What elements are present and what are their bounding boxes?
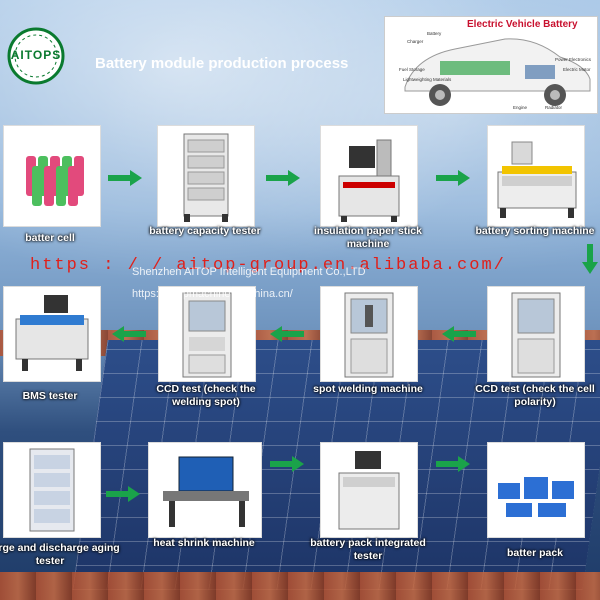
arrow-left-icon [112,326,146,342]
bms-tester-image [3,286,101,382]
arrow-right-icon [436,170,470,186]
inset-label-materials: Lightweighting Materials [403,77,452,82]
arrow-right-icon [106,486,140,502]
step-label-ccd-weld: CCD test (check the welding spot) [156,383,256,408]
inset-label-battery: Battery [427,31,442,36]
insulation-machine-image [320,125,418,227]
page-title: Battery module production process [95,55,349,72]
step-label-capacity-tester: battery capacity tester [149,225,261,237]
logo-text: AITOPS [10,48,62,62]
batter-cell-image [3,125,101,227]
watermark-url-alibaba: https : / / aitop-group.en.alibaba.com/ [30,256,506,275]
integrated-tester-image [320,442,418,538]
inset-label-charger: Charger [407,39,424,44]
arrow-right-icon [266,170,300,186]
ccd-weld-image [158,286,256,382]
step-label-integrated: battery pack integrated tester [310,537,426,562]
step-label-bms: BMS tester [22,390,78,402]
step-label-spot-welding: spot welding machine [313,383,423,395]
step-label-sorting: battery sorting machine [475,225,595,237]
watermark-url-china: https://aitopmachine.en.china.cn/ [132,288,293,300]
aitops-logo: AITOPS [6,26,66,86]
arrow-down-icon [582,244,598,274]
ccd-polarity-image [487,286,585,382]
step-label-aging: charge and discharge aging tester [0,542,120,567]
arrow-right-icon [436,456,470,472]
watermark-company: Shenzhen AITOP Intelligent Equipment Co.… [132,266,366,278]
step-label-battery-pack: batter pack [506,547,564,559]
step-label-insulation: insulation paper stick machine [314,225,422,250]
step-label-heat-shrink: heat shrink machine [153,537,255,549]
arrow-right-icon [270,456,304,472]
step-label-ccd-polarity: CCD test (check the cell polarity) [475,383,595,408]
inset-title: Electric Vehicle Battery [467,19,578,30]
inset-label-motor: Electric Motor [563,67,591,72]
roof-tiles-bottom [0,572,600,600]
inset-label-fuel: Fuel Storage [399,67,425,72]
car-illustration [404,38,591,106]
spot-welding-image [320,286,418,382]
heat-shrink-image [148,442,262,538]
inset-label-power: Power Electronics [555,57,592,62]
arrow-left-icon [442,326,476,342]
capacity-tester-image [157,125,255,227]
battery-pack-image [487,442,585,538]
inset-label-radiator: Radiator [545,105,563,110]
sorting-machine-image [487,125,585,227]
inset-label-engine: Engine [513,105,528,110]
arrow-left-icon [270,326,304,342]
arrow-right-icon [108,170,142,186]
aging-tester-image [3,442,101,538]
ev-battery-inset: Electric Vehicle Battery Battery Charger… [384,16,598,114]
step-label-batter-cell: batter cell [25,232,75,244]
